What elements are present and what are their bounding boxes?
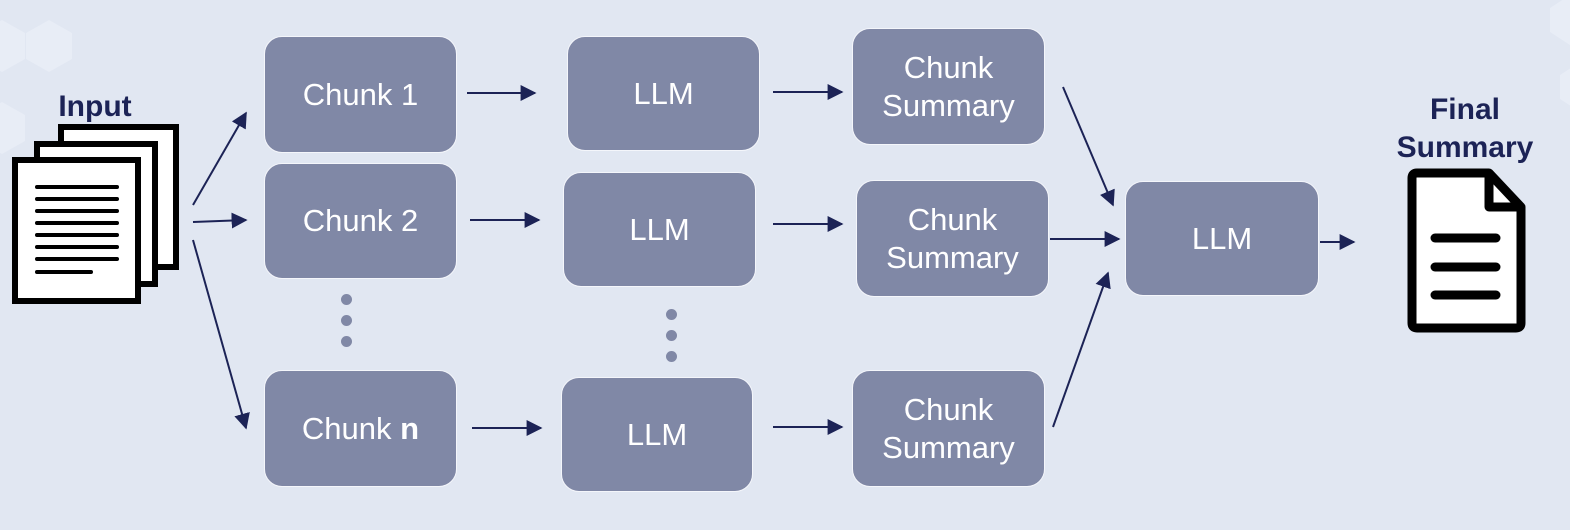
hexagon-shape: [0, 102, 25, 154]
hexagon-shape: [1550, 0, 1570, 45]
document-icon: [1407, 168, 1526, 333]
llm-box: LLM: [567, 36, 760, 151]
ellipsis-dot: [341, 315, 352, 326]
arrow-input-to-chunk-2: [192, 212, 248, 229]
chunk-label: Chunk 2: [302, 203, 419, 239]
ellipsis-dot: [341, 336, 352, 347]
final-summary-label: Final Summary: [1396, 93, 1534, 164]
chunk-summary-box: Chunk Summary: [856, 180, 1049, 297]
chunk-box: Chunk 2: [264, 163, 457, 279]
llm-box: LLM: [561, 377, 753, 492]
hexagon-shape: [26, 20, 72, 72]
hexagon-shape: [0, 20, 25, 72]
arrow-input-to-chunk-n: [192, 239, 250, 430]
chunk-box: Chunk n: [264, 370, 457, 487]
chunk-label: Chunk 1: [302, 76, 419, 112]
arrow-summary-1-to-final-llm: [1062, 86, 1115, 207]
hexagon-shape: [1560, 68, 1570, 106]
arrow-summary-n-to-final-llm: [1052, 271, 1111, 428]
chunk-box: Chunk 1: [264, 36, 457, 153]
arrow-input-to-chunk-1: [192, 111, 247, 206]
chunk-summary-box: Chunk Summary: [852, 370, 1045, 487]
llm-box: LLM: [563, 172, 756, 287]
final-llm-box: LLM: [1125, 181, 1319, 296]
ellipsis-dot: [666, 330, 677, 341]
ellipsis-dot: [666, 309, 677, 320]
ellipsis-dot: [341, 294, 352, 305]
chunk-summary-box: Chunk Summary: [852, 28, 1045, 145]
chunk-label: Chunk n: [301, 410, 420, 446]
input-label: Input: [58, 90, 132, 123]
ellipsis-dot: [666, 351, 677, 362]
stacked-documents-icon: [12, 124, 179, 304]
